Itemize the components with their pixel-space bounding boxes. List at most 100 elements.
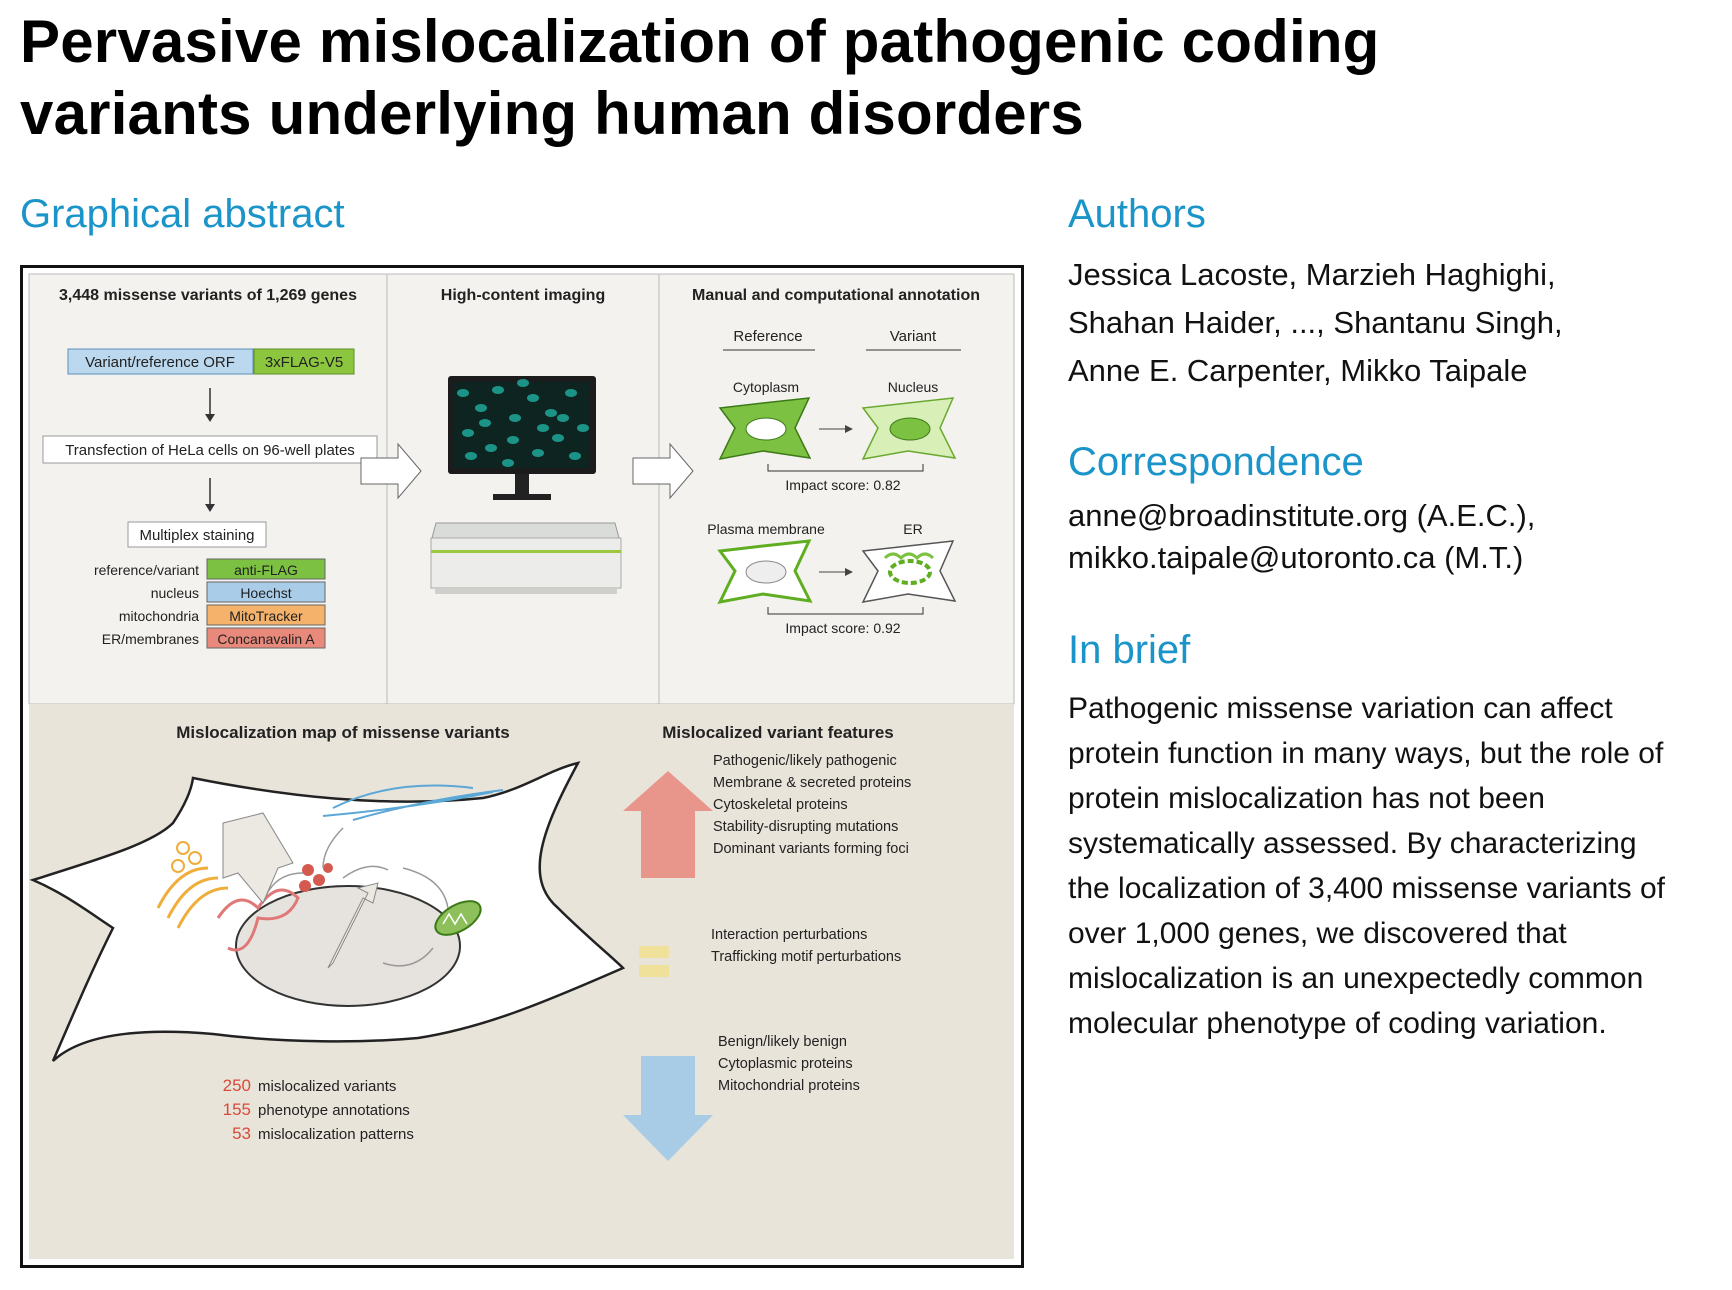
feature-down-item: Mitochondrial proteins (718, 1078, 860, 1094)
cell-dot (502, 459, 514, 467)
example1-from: Cytoplasm (733, 379, 799, 395)
stain-name-label: anti-FLAG (234, 562, 298, 578)
up-arrow (623, 771, 713, 878)
flow-arrow-head (205, 504, 215, 512)
example2-to: ER (903, 521, 922, 537)
stat-number: 155 (223, 1100, 251, 1119)
transition-arrow-head (845, 568, 853, 576)
panel-arrow (360, 442, 422, 500)
cell-nucleus (235, 885, 461, 1007)
cell-image (457, 379, 589, 467)
tag-label: 3xFLAG-V5 (265, 354, 343, 371)
panel1-title: 3,448 missense variants of 1,269 genes (59, 287, 357, 304)
transition-arrow-head (845, 425, 853, 433)
panel2-title: High-content imaging (441, 287, 605, 304)
feature-up-item: Stability-disrupting mutations (713, 819, 898, 835)
golgi (156, 866, 229, 929)
relocalization-arrows (262, 827, 449, 967)
cell-dot (545, 409, 557, 417)
flow-arrow-head (205, 414, 215, 422)
neutral-bar (639, 965, 669, 977)
stat-label: mislocalization patterns (258, 1126, 414, 1143)
vesicles (171, 841, 202, 873)
graphical-abstract-svg: 3,448 missense variants of 1,269 genes V… (28, 273, 1015, 1259)
map-stats: 250 mislocalized variants 155 phenotype ann… (223, 1076, 414, 1143)
email-link[interactable]: anne@broadinstitute.org (A.E.C.), (1068, 498, 1536, 533)
example1-score: Impact score: 0.82 (785, 477, 900, 493)
stain-target-label: ER/membranes (102, 631, 199, 647)
cell-dot (465, 452, 477, 460)
cell-dot (507, 436, 519, 444)
cell-dot (475, 404, 487, 412)
authors-list: Jessica Lacoste, Marzieh Haghighi, Shaha… (1068, 251, 1563, 395)
cytoskeleton (322, 784, 504, 821)
correspondence-list: anne@broadinstitute.org (A.E.C.), mikko.… (1068, 495, 1535, 579)
cell-dot (557, 414, 569, 422)
stain-swatch (206, 558, 326, 580)
stat-number: 53 (232, 1124, 251, 1143)
in-brief-line: mislocalization is an unexpectedly commo… (1068, 962, 1644, 995)
feature-down-item: Cytoplasmic proteins (718, 1056, 853, 1072)
er-network (883, 552, 935, 561)
correspondence-heading: Correspondence (1068, 440, 1364, 484)
feature-neutral-item: Interaction perturbations (711, 927, 867, 943)
authors-line: Jessica Lacoste, Marzieh Haghighi, (1068, 257, 1556, 292)
cell-dot (517, 379, 529, 387)
in-brief-text: Pathogenic missense variation can affect… (1068, 686, 1728, 1046)
cell-dot (577, 424, 589, 432)
cell-dot (527, 394, 539, 402)
in-brief-line: protein mislocalization has not been (1068, 782, 1545, 815)
monitor-stand (515, 474, 529, 494)
orf-label: Variant/reference ORF (85, 354, 235, 371)
authors-heading: Authors (1068, 192, 1206, 236)
cell-dot (462, 429, 474, 437)
example2-score: Impact score: 0.92 (785, 620, 900, 636)
in-brief-line: protein function in many ways, but the r… (1068, 737, 1664, 770)
cell-dot (509, 414, 521, 422)
imager-body (430, 537, 622, 589)
imager-base (435, 588, 617, 594)
example2-from: Plasma membrane (707, 521, 825, 537)
graphical-abstract: 3,448 missense variants of 1,269 genes V… (20, 265, 1024, 1268)
feature-up-item: Membrane & secreted proteins (713, 775, 911, 791)
in-brief-line: Pathogenic missense variation can affect (1068, 692, 1613, 725)
large-arrow (222, 812, 294, 904)
map-title: Mislocalization map of missense variants (176, 723, 510, 742)
score-bracket (767, 607, 924, 615)
imager-top (431, 522, 620, 539)
graphical-abstract-heading: Graphical abstract (20, 192, 345, 236)
cell-dot (479, 419, 491, 427)
cell-dot (457, 389, 469, 397)
mitochondrion (434, 900, 482, 936)
staining-label: Multiplex staining (139, 527, 254, 544)
large-arrow (327, 882, 379, 969)
feature-up-item: Pathogenic/likely pathogenic (713, 753, 897, 769)
example1-to: Nucleus (888, 379, 939, 395)
reference-column-label: Reference (733, 328, 802, 345)
feature-neutral-item: Trafficking motif perturbations (711, 949, 901, 965)
stat-number: 250 (223, 1076, 251, 1095)
cell-dot (569, 452, 581, 460)
stat-label: phenotype annotations (258, 1102, 410, 1119)
cell-dot (552, 434, 564, 442)
orf-box (67, 348, 254, 375)
nucleus (745, 560, 787, 584)
er-ring (888, 559, 932, 585)
in-brief-line: over 1,000 genes, we discovered that (1068, 917, 1567, 950)
stain-target-label: reference/variant (94, 562, 199, 578)
panel3-title: Manual and computational annotation (692, 287, 980, 304)
cell-dot (532, 449, 544, 457)
stat-label: mislocalized variants (258, 1078, 396, 1095)
cell-dot (485, 444, 497, 452)
transfection-label: Transfection of HeLa cells on 96-well pl… (65, 442, 355, 459)
foci (299, 863, 333, 892)
stain-swatch (206, 627, 326, 649)
neutral-bar (639, 946, 669, 958)
in-brief-line: molecular phenotype of coding variation. (1068, 1007, 1607, 1040)
authors-line: Anne E. Carpenter, Mikko Taipale (1068, 353, 1528, 388)
paper-title: Pervasive mislocalization of pathogenic … (20, 8, 1380, 147)
feature-down-item: Benign/likely benign (718, 1034, 847, 1050)
email-link[interactable]: mikko.taipale@utoronto.ca (M.T.) (1068, 540, 1524, 575)
